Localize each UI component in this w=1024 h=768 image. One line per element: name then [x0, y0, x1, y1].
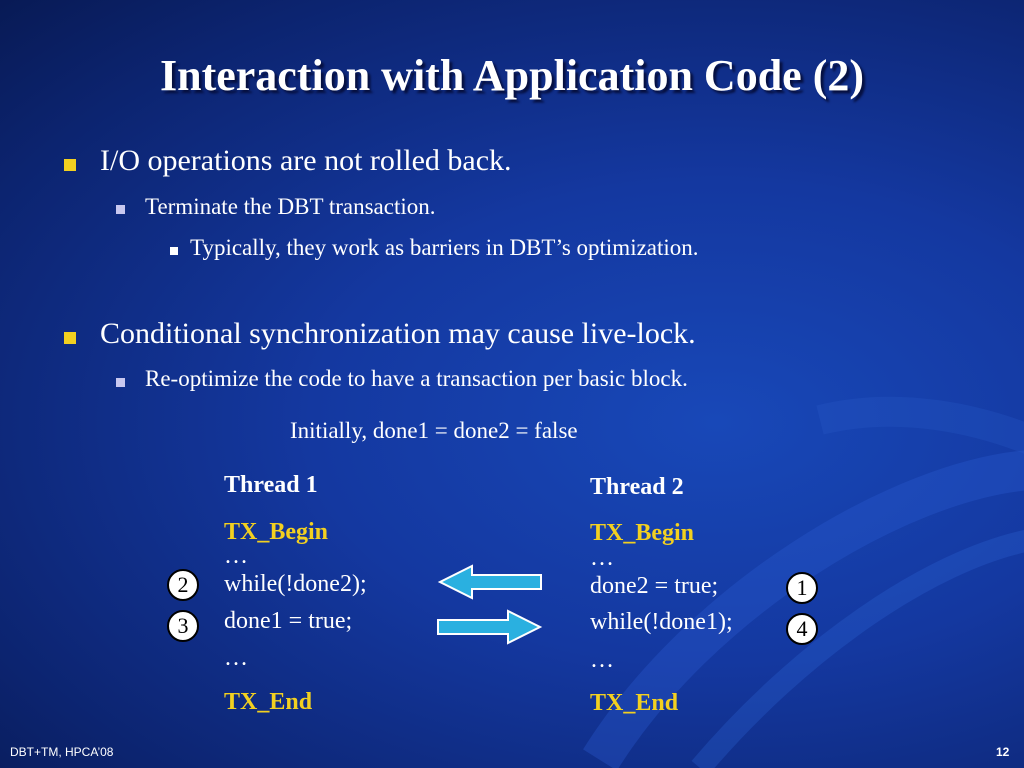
bullet-square-icon	[116, 378, 125, 387]
arrow-left-icon	[437, 564, 542, 600]
bullet-level2: Terminate the DBT transaction.	[145, 194, 436, 219]
thread2-title: Thread 2	[590, 474, 684, 500]
bullet-level3: Typically, they work as barriers in DBT’…	[190, 235, 699, 260]
bullet-level2: Re-optimize the code to have a transacti…	[145, 366, 688, 391]
step-marker: 1	[786, 572, 818, 604]
thread1-tx-begin: TX_Begin	[224, 519, 329, 545]
thread2-line: …	[590, 545, 614, 571]
page-number: 12	[996, 745, 1010, 759]
thread2-tx-begin: TX_Begin	[590, 520, 695, 546]
footer-label: DBT+TM, HPCA’08	[10, 745, 114, 759]
bullet-square-icon	[64, 332, 76, 344]
thread2-line: while(!done1);	[590, 609, 733, 635]
bullet-square-icon	[116, 205, 125, 214]
bullet-square-icon	[64, 159, 76, 171]
thread1-line: …	[224, 543, 248, 569]
arrow-right-icon	[437, 609, 543, 645]
thread1-line: done1 = true;	[224, 608, 353, 634]
thread2-line: done2 = true;	[590, 573, 719, 599]
thread2-tx-end: TX_End	[590, 690, 679, 716]
thread1-line: …	[224, 645, 248, 671]
step-marker: 4	[786, 613, 818, 645]
thread2-line: …	[590, 647, 614, 673]
step-marker: 3	[167, 610, 199, 642]
bullet-level1: I/O operations are not rolled back.	[100, 144, 512, 177]
thread1-tx-end: TX_End	[224, 689, 313, 715]
slide-title: Interaction with Application Code (2)	[160, 51, 864, 100]
thread1-title: Thread 1	[224, 472, 318, 498]
bullet-level1: Conditional synchronization may cause li…	[100, 317, 696, 350]
bullet-square-icon	[170, 247, 178, 255]
initial-condition-note: Initially, done1 = done2 = false	[290, 418, 578, 443]
thread1-line: while(!done2);	[224, 571, 367, 597]
step-marker: 2	[167, 569, 199, 601]
